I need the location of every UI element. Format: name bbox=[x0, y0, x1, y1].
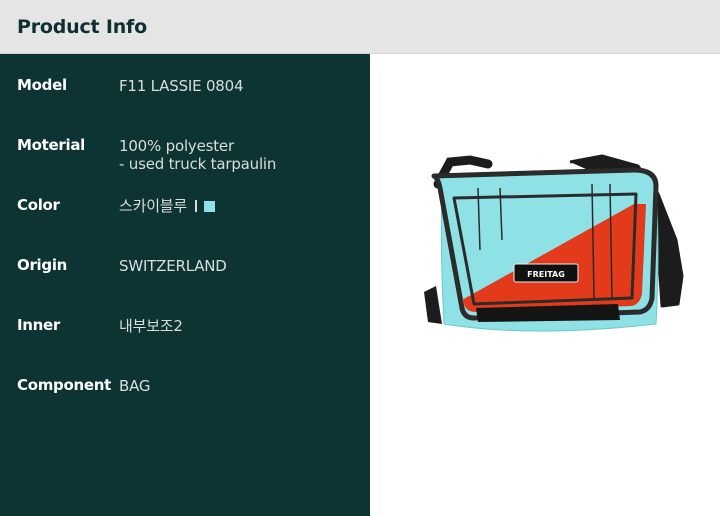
product-info-header: Product Info bbox=[0, 0, 720, 54]
flap-seam bbox=[477, 187, 481, 251]
spec-label-material: Moterial bbox=[17, 136, 85, 154]
spec-value-line: SWITZERLAND bbox=[119, 257, 227, 275]
spec-value-line: F11 LASSIE 0804 bbox=[119, 77, 244, 95]
flap-seam bbox=[499, 187, 503, 241]
spec-value-model: F11 LASSIE 0804 bbox=[119, 77, 244, 95]
spec-value-component: BAG bbox=[119, 377, 151, 395]
spec-value-line: 스카이블루 bbox=[119, 197, 216, 215]
spec-value-origin: SWITZERLAND bbox=[119, 257, 227, 275]
spec-label-model: Model bbox=[17, 76, 67, 94]
brand-label-text: FREITAG bbox=[527, 270, 565, 279]
spec-value-material: 100% polyester - used truck tarpaulin bbox=[119, 137, 276, 173]
brand-label bbox=[513, 263, 579, 283]
color-name: 스카이블루 bbox=[119, 197, 188, 215]
spec-label-origin: Origin bbox=[17, 256, 68, 274]
spec-value-color: 스카이블루 bbox=[119, 197, 216, 215]
spec-value-line: 내부보조2 bbox=[119, 317, 183, 335]
color-swatch bbox=[204, 201, 216, 212]
flap-red-panel bbox=[462, 204, 646, 312]
page-title: Product Info bbox=[17, 16, 147, 38]
flap-frame bbox=[452, 192, 638, 306]
side-strap bbox=[424, 286, 442, 324]
flap-seam bbox=[591, 183, 595, 299]
velcro-strip bbox=[476, 304, 620, 322]
spec-value-inner: 내부보조2 bbox=[119, 317, 183, 335]
flap-seam bbox=[609, 183, 613, 299]
separator bbox=[195, 200, 198, 212]
messenger-bag-image: FREITAG bbox=[424, 154, 684, 332]
strap-left bbox=[433, 155, 493, 189]
spec-panel: Model F11 LASSIE 0804 Moterial 100% poly… bbox=[0, 54, 370, 516]
spec-value-line: - used truck tarpaulin bbox=[119, 155, 277, 173]
product-photo: FREITAG bbox=[370, 54, 720, 516]
spec-value-line: BAG bbox=[119, 377, 151, 395]
spec-label-inner: Inner bbox=[17, 316, 61, 334]
spec-label-component: Component bbox=[17, 376, 111, 394]
spec-label-color: Color bbox=[17, 196, 60, 214]
spec-value-line: 100% polyester bbox=[119, 137, 234, 155]
